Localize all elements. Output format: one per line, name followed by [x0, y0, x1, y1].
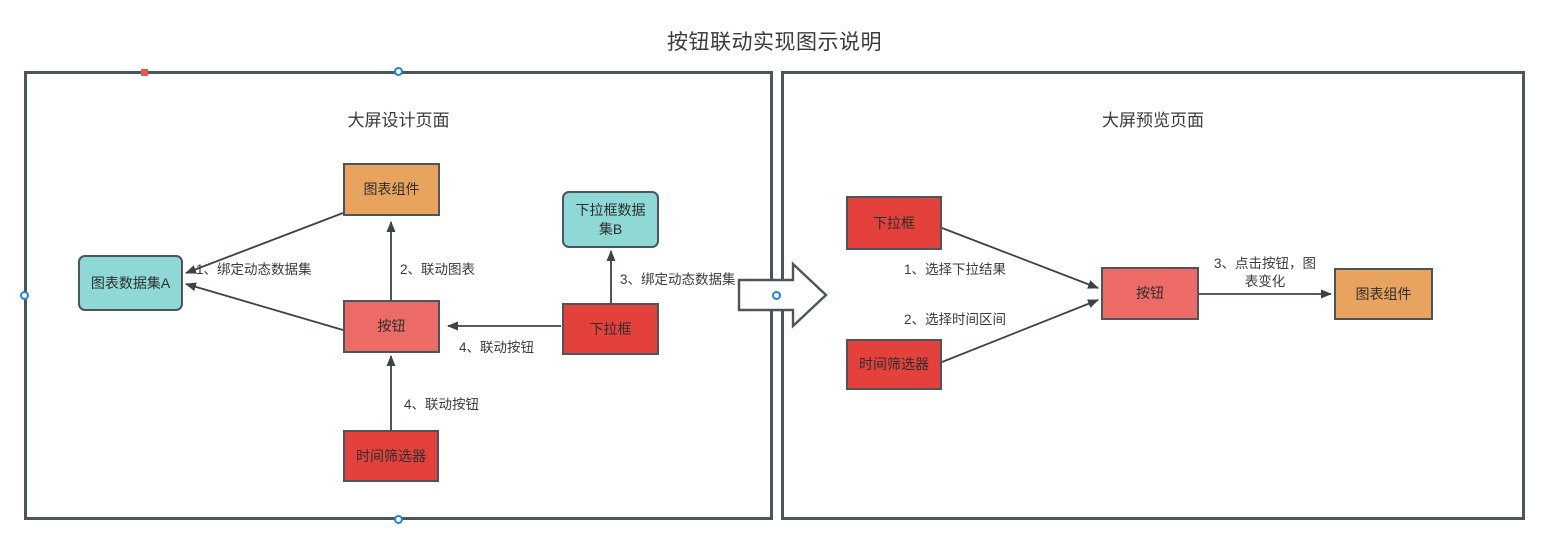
node-chart-dataset-a[interactable]: 图表数据集A: [78, 255, 183, 311]
handle-divider-center[interactable]: [772, 291, 781, 300]
label-link-button-dropdown: 4、联动按钮: [459, 340, 535, 355]
label-select-time-range: 2、选择时间区间: [904, 312, 1007, 327]
handle-bottom-center[interactable]: [394, 515, 403, 524]
label-link-chart: 2、联动图表: [400, 262, 476, 277]
label-link-button-timefilter: 4、联动按钮: [404, 397, 480, 412]
handle-top-left-square[interactable]: [141, 69, 148, 76]
handle-top-center[interactable]: [394, 67, 403, 76]
label-select-dropdown-result: 1、选择下拉结果: [904, 262, 1007, 277]
label-bind-dynamic-dataset-1: 1、绑定动态数据集: [196, 262, 312, 277]
node-preview-time-filter[interactable]: 时间筛选器: [846, 339, 942, 390]
node-time-filter[interactable]: 时间筛选器: [343, 430, 439, 482]
node-chart-component[interactable]: 图表组件: [343, 163, 440, 216]
node-preview-chart-component[interactable]: 图表组件: [1334, 268, 1433, 320]
node-preview-dropdown[interactable]: 下拉框: [846, 196, 942, 250]
panel-design-title: 大屏设计页面: [347, 111, 450, 130]
node-dropdown-dataset-b[interactable]: 下拉框数据 集B: [562, 191, 659, 248]
label-click-button-chart: 3、点击按钮，图 表变化: [1213, 256, 1316, 289]
node-preview-button[interactable]: 按钮: [1101, 267, 1199, 320]
node-button[interactable]: 按钮: [343, 300, 440, 353]
panel-preview-title: 大屏预览页面: [1102, 111, 1204, 130]
handle-middle-left[interactable]: [20, 291, 29, 300]
node-dropdown[interactable]: 下拉框: [562, 303, 659, 355]
page-title: 按钮联动实现图示说明: [667, 31, 882, 54]
label-bind-dynamic-dataset-3: 3、绑定动态数据集: [620, 272, 736, 287]
